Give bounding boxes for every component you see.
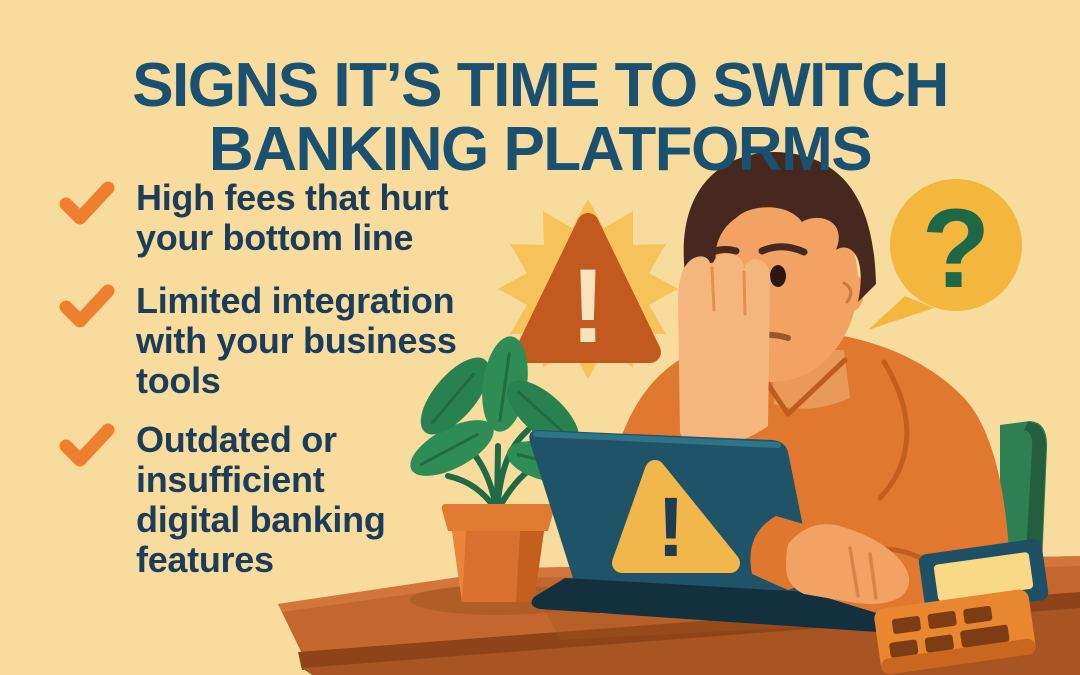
man-eye-right [770,265,786,287]
plant-leaf [410,420,494,476]
worried-man [599,152,1011,614]
calculator-body-edge [881,638,1036,675]
cheek-hand-finger-lines [710,266,747,316]
man-eyebrow-right [758,243,808,256]
man-hand-on-cheek [678,253,771,446]
man-eyebrows [698,243,808,262]
man-hand-on-keyboard [750,516,910,604]
plant-pot-highlight [452,531,466,602]
calculator [874,538,1049,675]
man-ear-inner [842,281,853,304]
bubble-body [890,179,1022,311]
potted-plant [410,336,590,602]
laptop-keyboard [531,578,893,632]
typing-hand-finger-lines [848,546,878,600]
laptop-screen-edge-highlight [533,431,781,448]
laptop: ! [529,430,893,632]
warning-triangle-icon [515,213,661,363]
laptop-warning-exclamation: ! [657,480,685,574]
bubble-tail [868,296,934,330]
plant-pot-rim [441,504,555,531]
calculator-buttons [889,605,1010,658]
man-eyebrow-left [698,246,740,262]
plant-leaf [420,357,490,435]
warning-burst-icon: ! [498,199,678,379]
plant-leaf [506,380,580,448]
plant-pot-shade [516,531,544,602]
typing-hand [786,524,910,604]
question-mark-icon: ? [922,186,990,311]
man-hair [683,152,876,302]
laptop-warning-triangle-icon [612,460,740,573]
question-bubble-icon: ? [868,179,1022,330]
burst-exclamation: ! [571,248,606,365]
calculator-display [933,552,1034,602]
